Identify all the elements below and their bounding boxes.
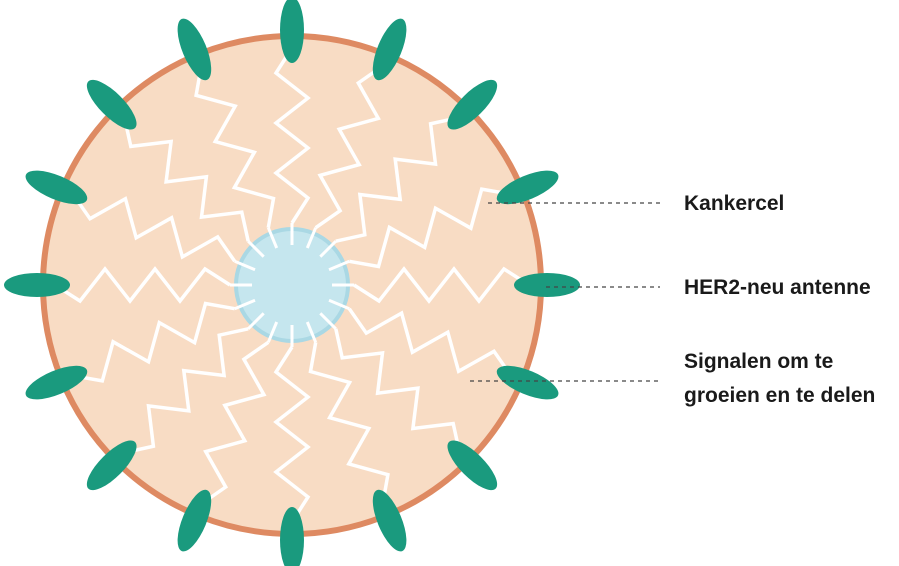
her2-receptor-icon — [514, 273, 580, 297]
label-cancer-cell: Kankercel — [684, 192, 784, 215]
label-her2-antenna: HER2-neu antenne — [684, 276, 871, 299]
label-signals-line1: Signalen om te — [684, 350, 833, 373]
her2-receptor-icon — [280, 0, 304, 63]
her2-receptor-icon — [4, 273, 70, 297]
label-signals-line2: groeien en te delen — [684, 384, 875, 407]
